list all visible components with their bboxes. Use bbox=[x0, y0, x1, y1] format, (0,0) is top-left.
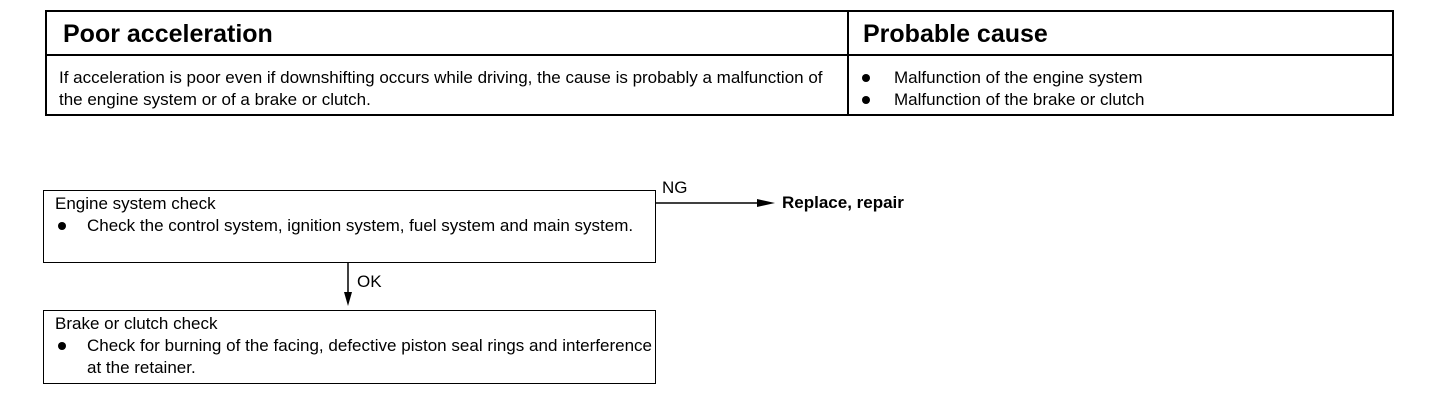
engine-system-check-box: Engine system check Check the control sy… bbox=[43, 190, 656, 263]
symptom-heading: Poor acceleration bbox=[47, 12, 848, 56]
ng-result-label: Replace, repair bbox=[782, 193, 904, 212]
engine-check-title: Engine system check bbox=[55, 194, 216, 213]
cause-text: Malfunction of the brake or clutch bbox=[894, 90, 1145, 109]
symptom-description: If acceleration is poor even if downshif… bbox=[59, 68, 823, 109]
probable-cause-heading: Probable cause bbox=[848, 12, 1392, 56]
ng-arrowhead-icon bbox=[757, 199, 775, 207]
cause-item: Malfunction of the brake or clutch bbox=[862, 89, 1382, 111]
brake-check-title: Brake or clutch check bbox=[55, 314, 218, 333]
engine-check-item: Check the control system, ignition syste… bbox=[55, 215, 652, 237]
probable-cause-list: Malfunction of the engine system Malfunc… bbox=[862, 67, 1382, 111]
cause-item: Malfunction of the engine system bbox=[862, 67, 1382, 89]
cause-text: Malfunction of the engine system bbox=[894, 68, 1143, 87]
ng-label: NG bbox=[662, 178, 688, 197]
bullet-icon bbox=[862, 96, 870, 104]
column-divider bbox=[847, 12, 849, 114]
brake-check-item: Check for burning of the facing, defecti… bbox=[55, 335, 652, 379]
engine-check-text: Check the control system, ignition syste… bbox=[87, 216, 634, 235]
bullet-icon bbox=[862, 74, 870, 82]
bullet-icon bbox=[58, 222, 66, 230]
brake-check-text: Check for burning of the facing, defecti… bbox=[87, 336, 652, 377]
brake-clutch-check-box: Brake or clutch check Check for burning … bbox=[43, 310, 656, 384]
ok-arrowhead-icon bbox=[344, 292, 352, 306]
ok-label: OK bbox=[357, 272, 382, 291]
bullet-icon bbox=[58, 342, 66, 350]
symptom-table: Poor acceleration Probable cause If acce… bbox=[45, 10, 1394, 116]
